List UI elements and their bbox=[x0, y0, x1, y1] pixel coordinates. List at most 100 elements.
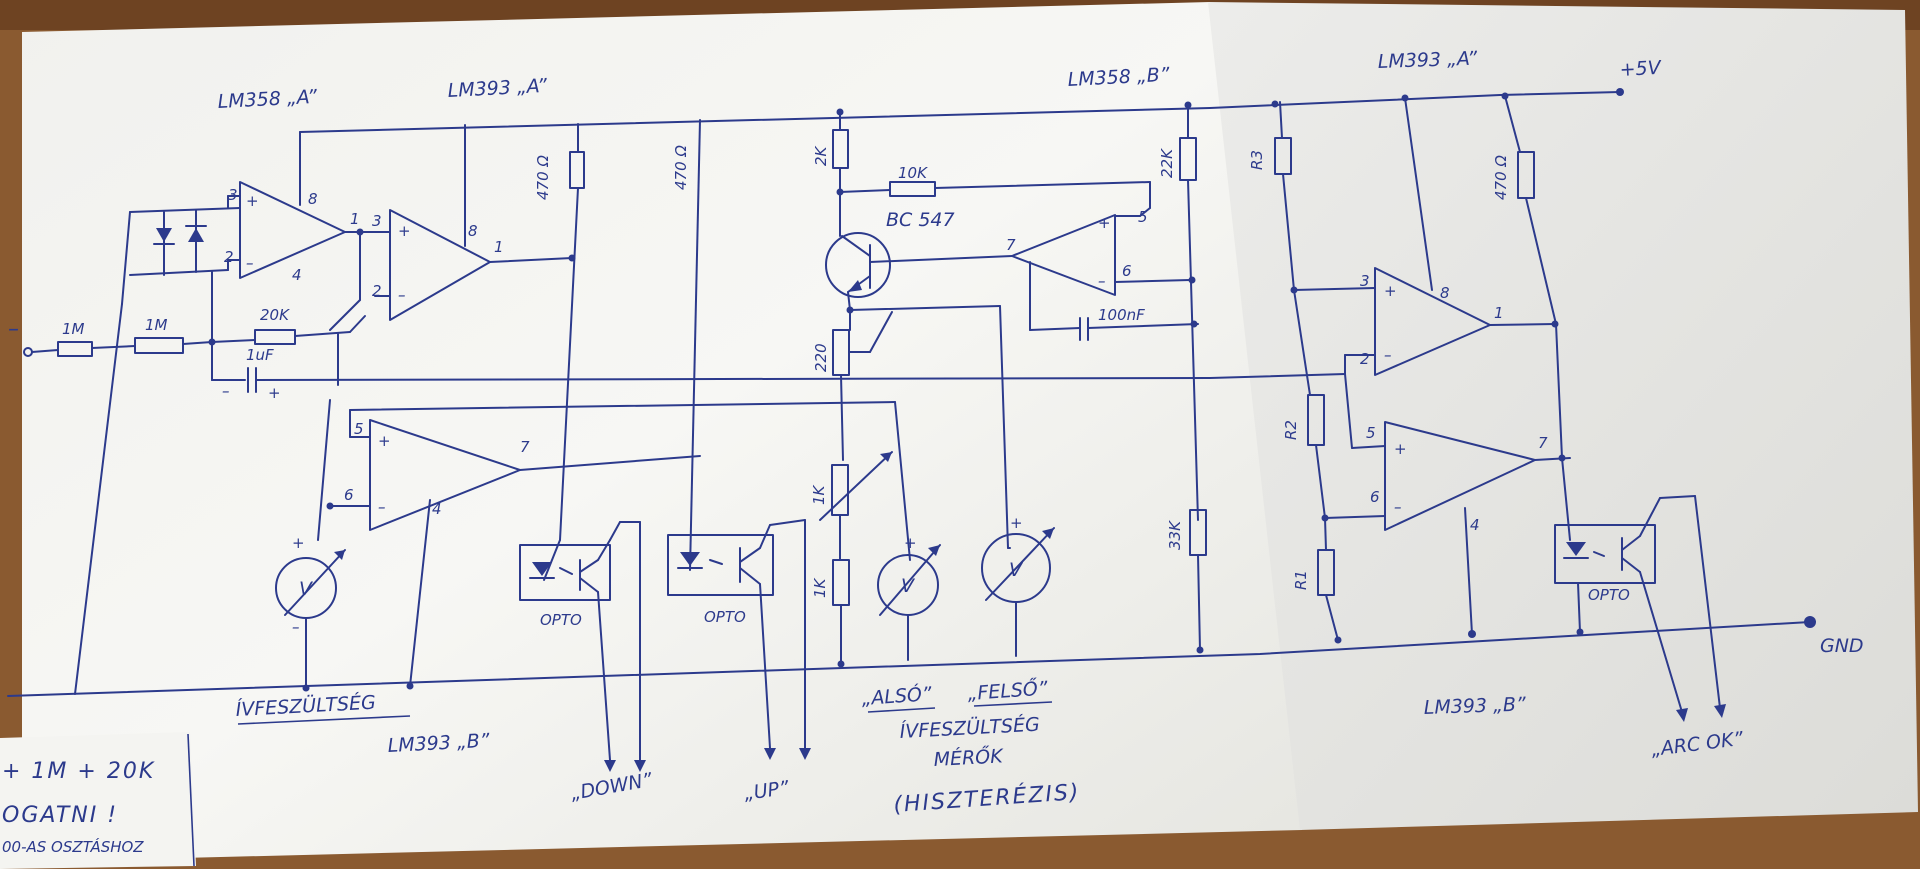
pin-r-lm393b-6: 6 bbox=[1370, 488, 1380, 506]
sign-r-lm393a-minus: – bbox=[1384, 346, 1392, 364]
pin-lm358a-2: 2 bbox=[224, 248, 234, 266]
value-pot-220: 220 bbox=[812, 343, 830, 372]
sign-lm393b-minus: – bbox=[378, 498, 386, 516]
label-lm393a-left: LM393 „A” bbox=[447, 75, 548, 102]
value-r1: R1 bbox=[1292, 570, 1310, 590]
value-r-10k: 10K bbox=[898, 164, 928, 182]
pin-r-lm393b-4: 4 bbox=[1470, 516, 1480, 534]
sign-meter-felso-plus: + bbox=[1010, 514, 1023, 532]
label-lm393b-right: LM393 „B” bbox=[1423, 693, 1526, 719]
resistor-20k bbox=[254, 329, 296, 345]
diode-2 bbox=[188, 228, 204, 242]
pin-r-lm393a-1: 1 bbox=[1494, 304, 1504, 322]
sign-r-lm393b-plus: + bbox=[1394, 440, 1407, 458]
label-lm393b-left: LM393 „B” bbox=[387, 730, 490, 757]
pin-lm358a-1: 1 bbox=[350, 210, 360, 228]
label-minus-input: – bbox=[8, 317, 21, 342]
value-r-22k: 22K bbox=[1158, 148, 1176, 178]
pin-lm358b-6: 6 bbox=[1122, 262, 1132, 280]
sign-lm393b-plus: + bbox=[378, 432, 391, 450]
value-r-470-1: 470 Ω bbox=[534, 155, 552, 200]
label-lm358b: LM358 „B” bbox=[1067, 64, 1170, 91]
value-r-33k: 33K bbox=[1166, 520, 1184, 550]
comparator-lm393b-right bbox=[1384, 421, 1536, 531]
pin-lm393a-2: 2 bbox=[372, 282, 382, 300]
sign-lm393a-minus: – bbox=[398, 286, 406, 304]
opamp-lm358a bbox=[239, 181, 346, 279]
gnd-rail bbox=[7, 621, 1811, 697]
pin-lm393b-6: 6 bbox=[344, 486, 354, 504]
pin-r-lm393a-8: 8 bbox=[1440, 284, 1450, 302]
resistor-1m-b bbox=[134, 337, 184, 354]
value-transistor: BC 547 bbox=[886, 209, 955, 231]
label-plus5v: +5V bbox=[1619, 57, 1663, 81]
value-r-1m-b: 1M bbox=[145, 316, 168, 334]
meter-felso-label: V bbox=[1009, 559, 1024, 581]
sign-lm358b-plus: + bbox=[1098, 214, 1111, 232]
value-c-100nf: 100nF bbox=[1098, 306, 1145, 324]
value-r-2k: 2K bbox=[812, 145, 830, 166]
sign-cap-minus: – bbox=[222, 382, 230, 400]
sign-lm358b-minus: – bbox=[1098, 272, 1106, 290]
pin-lm393a-1: 1 bbox=[494, 238, 504, 256]
opamp-lm358b bbox=[1011, 214, 1116, 296]
comparator-lm393a-right bbox=[1374, 267, 1491, 376]
pin-lm393b-4: 4 bbox=[432, 500, 442, 518]
transistor-bc547 bbox=[825, 232, 891, 298]
opto-down-label: OPTO bbox=[540, 611, 582, 629]
sign-r-lm393b-minus: – bbox=[1394, 498, 1402, 516]
resistor-10k bbox=[889, 181, 936, 197]
sign-lm393a-plus: + bbox=[398, 222, 411, 240]
opto-up-label: OPTO bbox=[704, 608, 746, 626]
meter-also-label: V bbox=[901, 575, 916, 597]
pin-lm393a-3: 3 bbox=[372, 212, 382, 230]
pin-r-lm393a-3: 3 bbox=[1360, 272, 1370, 290]
value-r-470-3: 470 Ω bbox=[1492, 155, 1510, 200]
vcc-rail bbox=[299, 91, 1621, 133]
paper-sheet-left bbox=[22, 2, 1302, 862]
pin-lm358a-8: 8 bbox=[308, 190, 318, 208]
opto-down bbox=[519, 544, 611, 601]
value-c-1uf: 1uF bbox=[246, 346, 274, 364]
sign-r-lm393a-plus: + bbox=[1384, 282, 1397, 300]
pin-r-lm393b-5: 5 bbox=[1366, 424, 1376, 442]
pin-lm358a-3: 3 bbox=[228, 186, 238, 204]
value-r-1m-a: 1M bbox=[62, 320, 85, 338]
paper-sheet-right bbox=[1208, 2, 1918, 830]
value-r2: R2 bbox=[1282, 420, 1300, 440]
pin-lm358b-7: 7 bbox=[1006, 236, 1016, 254]
sign-meter-left-minus: – bbox=[292, 618, 300, 636]
note-line-3: 00-AS OSZTÁSHOZ bbox=[2, 837, 144, 856]
value-r-20k: 20K bbox=[260, 306, 290, 324]
label-lm358a: LM358 „A” bbox=[217, 86, 318, 113]
opto-up bbox=[667, 534, 774, 596]
sign-lm358a-plus: + bbox=[246, 192, 259, 210]
note-line-2: OGATNI ! bbox=[2, 803, 118, 828]
value-r-470-2: 470 Ω bbox=[672, 145, 690, 190]
label-gnd: GND bbox=[1820, 635, 1864, 657]
sign-meter-left-plus: + bbox=[292, 534, 305, 552]
pin-lm393b-7: 7 bbox=[520, 438, 530, 456]
pin-lm393a-8: 8 bbox=[468, 222, 478, 240]
note-card bbox=[0, 732, 196, 869]
pin-r-lm393a-2: 2 bbox=[1360, 350, 1370, 368]
pin-r-lm393b-7: 7 bbox=[1538, 434, 1548, 452]
value-r3: R3 bbox=[1248, 150, 1266, 170]
label-lm393a-right: LM393 „A” bbox=[1377, 48, 1477, 73]
pin-lm393b-5: 5 bbox=[354, 420, 364, 438]
comparator-lm393a-left bbox=[389, 209, 491, 321]
diode-1 bbox=[156, 228, 172, 242]
label-merok-line2: MÉRŐK bbox=[933, 743, 1005, 771]
meter-left-label: V bbox=[299, 578, 314, 600]
pin-lm358b-5: 5 bbox=[1138, 208, 1148, 226]
note-line-1: + 1M + 20K bbox=[2, 759, 155, 784]
opto-arc-ok-label: OPTO bbox=[1588, 586, 1630, 604]
pin-lm358a-4: 4 bbox=[292, 266, 302, 284]
opto-arc-ok bbox=[1554, 524, 1656, 584]
comparator-lm393b-left bbox=[369, 419, 521, 531]
sign-meter-also-plus: + bbox=[904, 534, 917, 552]
value-pot-1k: 1K bbox=[810, 484, 828, 505]
sign-lm358a-minus: – bbox=[246, 254, 254, 272]
